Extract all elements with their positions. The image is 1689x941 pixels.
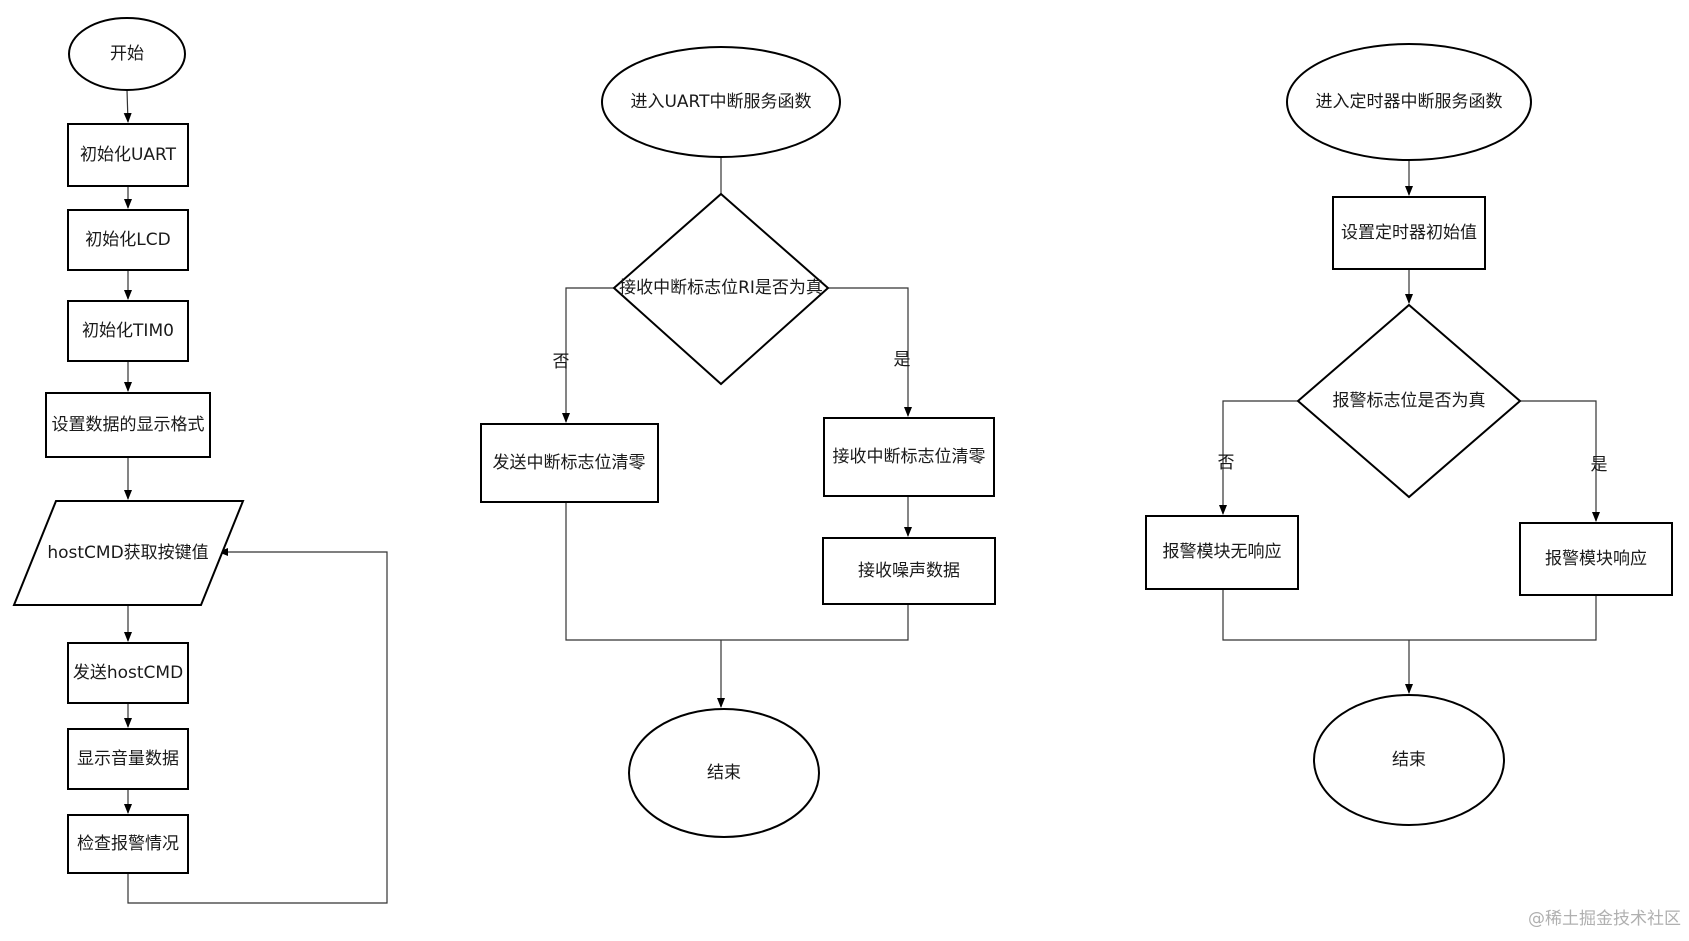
ri-decision-diamond [612, 192, 830, 386]
edge-decision-no [562, 287, 614, 423]
init-tim0-label: 初始化TIM0 [82, 321, 174, 341]
watermark: @稀土掘金技术社区 [1528, 909, 1681, 929]
response-box [1519, 522, 1673, 596]
send-clear-box [480, 423, 659, 503]
main-flow: 开始 初始化UART 初始化LCD 初始化TIM0 设置数据的显示格式 host… [12, 17, 388, 904]
recv-noise-box [822, 537, 996, 605]
start-label: 开始 [110, 44, 144, 64]
timer-no-label: 否 [1218, 453, 1235, 473]
timer-end-node [1313, 694, 1505, 826]
set-format-label: 设置数据的显示格式 [52, 415, 205, 435]
ri-decision-label: 接收中断标志位RI是否为真 [619, 278, 823, 298]
recv-noise-label: 接收噪声数据 [858, 561, 960, 581]
start-node [68, 17, 186, 91]
edge-alarm-branches-merge [1222, 589, 1597, 641]
init-uart-label: 初始化UART [80, 145, 177, 165]
check-alarm-label: 检查报警情况 [77, 834, 179, 854]
edge-alarm-yes [1520, 400, 1600, 522]
uart-enter-label: 进入UART中断服务函数 [630, 92, 811, 112]
timer-enter-label: 进入定时器中断服务函数 [1316, 92, 1503, 112]
show-volume-box [67, 728, 189, 790]
edge-alarm-no [1219, 400, 1298, 515]
edge-decision-yes [828, 287, 912, 417]
set-init-label: 设置定时器初始值 [1341, 223, 1477, 243]
uart-yes-label: 是 [894, 350, 911, 370]
uart-end-node [628, 708, 820, 838]
recv-clear-box [823, 417, 995, 497]
set-init-box [1332, 196, 1486, 270]
send-clear-label: 发送中断标志位清零 [493, 453, 646, 473]
get-key-label: hostCMD获取按键值 [47, 543, 208, 563]
timer-interrupt-flow: 进入定时器中断服务函数 设置定时器初始值 报警标志位是否为真 否 是 报警模块无… [1145, 43, 1673, 826]
init-tim0-box [67, 300, 189, 362]
no-response-label: 报警模块无响应 [1163, 542, 1282, 562]
alarm-decision-label: 报警标志位是否为真 [1333, 391, 1486, 411]
uart-interrupt-flow: 进入UART中断服务函数 接收中断标志位RI是否为真 否 是 发送中断标志位清零… [480, 46, 996, 838]
no-response-box [1145, 515, 1299, 590]
check-alarm-box [67, 814, 189, 874]
alarm-decision-diamond [1296, 303, 1522, 499]
get-key-parallelogram [12, 500, 245, 606]
send-cmd-box [67, 642, 189, 704]
timer-end-label: 结束 [1392, 750, 1426, 770]
show-volume-label: 显示音量数据 [77, 749, 179, 769]
init-uart-box [67, 123, 189, 187]
set-format-box [45, 392, 211, 458]
edge-loop-back-to-get-key [127, 548, 388, 904]
recv-clear-label: 接收中断标志位清零 [833, 447, 986, 467]
timer-yes-label: 是 [1591, 455, 1608, 475]
timer-enter-node [1286, 43, 1532, 161]
edge-branches-merge [565, 502, 909, 641]
uart-no-label: 否 [553, 352, 570, 372]
send-cmd-label: 发送hostCMD [73, 663, 183, 683]
edge-start-to-init-uart [123, 89, 132, 123]
init-lcd-box [67, 209, 189, 271]
uart-enter-node [601, 46, 841, 158]
uart-end-label: 结束 [707, 763, 741, 783]
response-label: 报警模块响应 [1545, 549, 1647, 569]
init-lcd-label: 初始化LCD [85, 230, 170, 250]
